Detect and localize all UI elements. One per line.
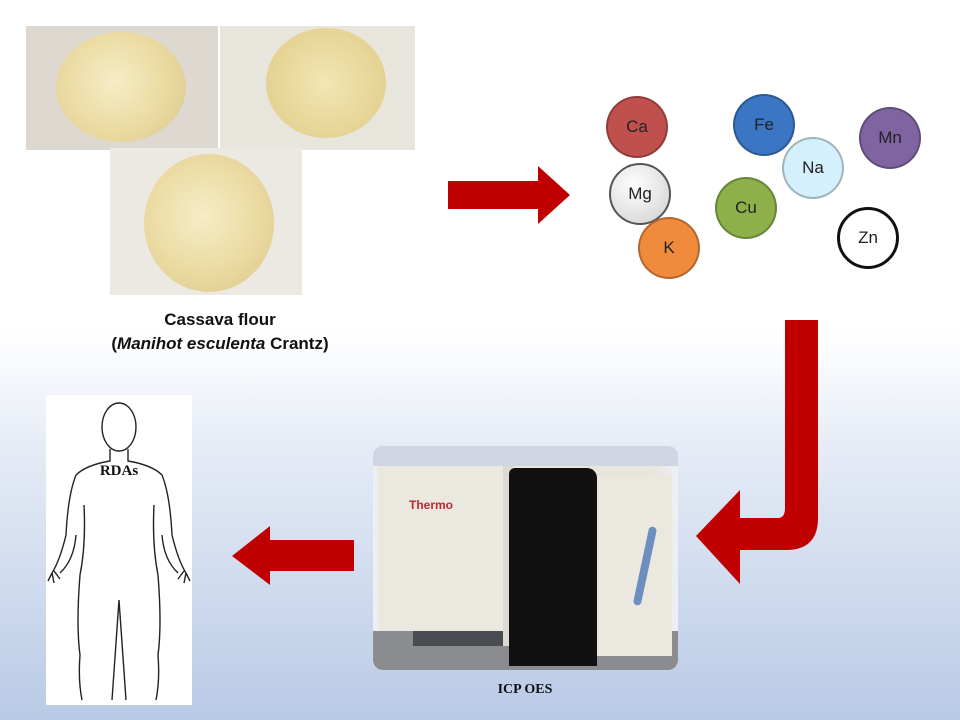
human-figure-panel: RDAs — [46, 395, 192, 705]
element-circle: Mg — [609, 163, 671, 225]
latin-name: Manihot esculenta — [117, 334, 266, 353]
arrow-down-left-icon — [696, 320, 818, 584]
element-circle: Na — [782, 137, 844, 199]
cassava-flour-photo — [26, 26, 415, 295]
element-circle: Fe — [733, 94, 795, 156]
element-circle: Mn — [859, 107, 921, 169]
element-circle: Zn — [837, 207, 899, 269]
cassava-caption: Cassava flour (Manihot esculenta Crantz) — [20, 310, 420, 354]
rdas-label: RDAs — [99, 463, 139, 479]
element-circle: Ca — [606, 96, 668, 158]
element-circle: K — [638, 217, 700, 279]
latin-prefix: ( — [111, 334, 118, 353]
icp-oes-label: ICP OES — [497, 682, 553, 697]
human-body-icon — [47, 402, 191, 701]
icp-oes-instrument-photo: Thermo — [373, 446, 678, 670]
latin-suffix: Crantz) — [265, 334, 329, 353]
thermo-logo: Thermo — [409, 498, 454, 512]
element-circle: Cu — [715, 177, 777, 239]
cassava-title: Cassava flour — [164, 310, 276, 329]
arrow-right-icon — [448, 166, 570, 224]
arrow-left-icon — [232, 526, 354, 585]
